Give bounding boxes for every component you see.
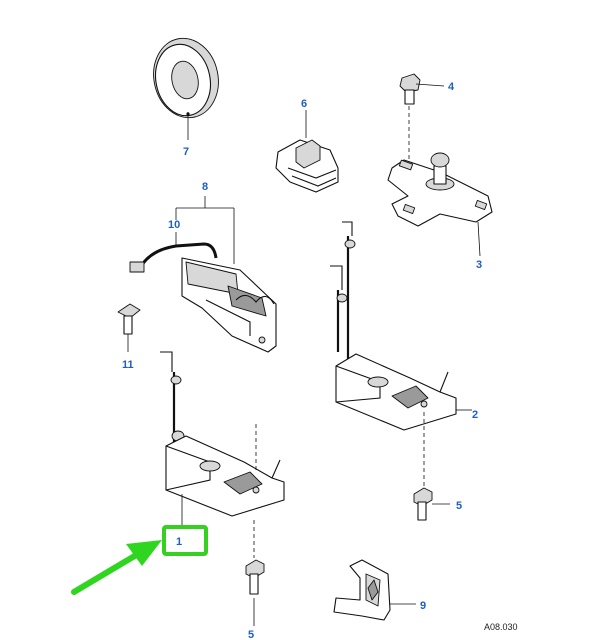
callout-5-bottom: 5 <box>248 629 254 640</box>
washer-part-7: 7 <box>153 37 219 158</box>
callout-4: 4 <box>448 81 455 93</box>
latch-assembly-part-1: 1 <box>160 351 285 558</box>
callout-11: 11 <box>122 359 134 371</box>
clip-part-6: 6 <box>275 98 339 193</box>
bracket-part-3: 3 <box>387 152 493 271</box>
highlight-box <box>162 525 208 556</box>
screw-part-5-right: 5 <box>413 487 462 521</box>
bolt-part-4: 4 <box>399 73 455 160</box>
latch-assembly-part-2: 2 <box>330 221 478 488</box>
callout-3: 3 <box>476 259 482 271</box>
callout-10: 10 <box>168 219 180 231</box>
callout-8: 8 <box>202 181 208 193</box>
callout-6: 6 <box>301 98 307 110</box>
actuator-part-8: 8 10 <box>129 181 277 353</box>
screw-part-5-bottom: 5 <box>245 559 265 640</box>
callout-9: 9 <box>420 600 426 612</box>
reference-code: A08.030 <box>484 622 518 632</box>
callout-1: 1 <box>176 536 182 548</box>
callout-2: 2 <box>472 409 478 421</box>
green-arrow <box>71 540 162 595</box>
callout-5-right: 5 <box>456 500 462 512</box>
bracket-part-9: 9 <box>333 559 426 621</box>
callout-7: 7 <box>183 146 189 158</box>
bolt-part-11: 11 <box>117 303 141 371</box>
